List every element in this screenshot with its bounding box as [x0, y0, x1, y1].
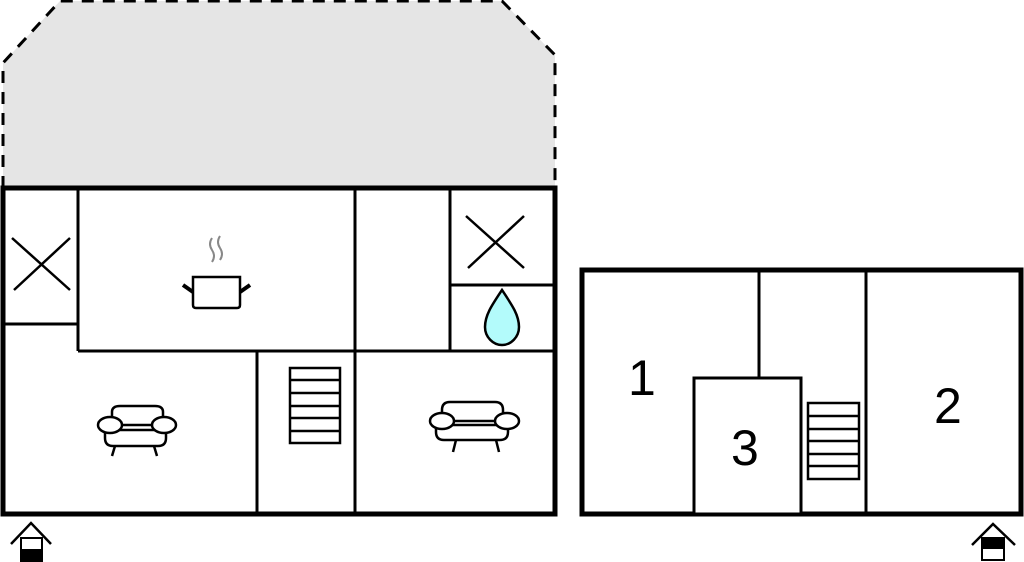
room-label-3: 3	[731, 420, 759, 476]
room-label-1: 1	[628, 350, 656, 406]
entrance-icon[interactable]	[10, 521, 52, 562]
upper-floor-plan	[579, 267, 1024, 517]
cooking-pot-icon	[181, 235, 252, 310]
sofa-icon	[428, 400, 521, 453]
terrace-area	[1, 0, 557, 188]
sofa-icon	[96, 404, 178, 457]
stairs-icon	[806, 401, 861, 481]
window-x-icon	[11, 237, 71, 291]
water-drop-icon	[483, 287, 521, 347]
window-x-icon	[465, 215, 525, 269]
ground-floor-plan	[0, 185, 558, 517]
room-label-2: 2	[934, 378, 962, 434]
entrance-icon[interactable]	[971, 522, 1016, 561]
stairs-icon	[288, 366, 342, 445]
